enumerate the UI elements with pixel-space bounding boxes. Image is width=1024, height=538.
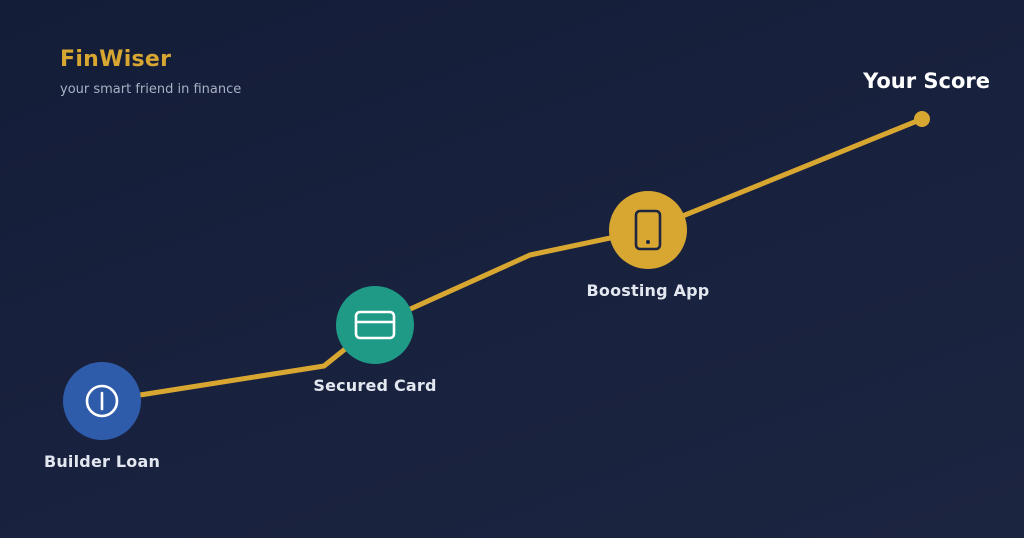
- smartphone-icon: [634, 209, 662, 251]
- step-secured-card: Secured Card: [275, 286, 475, 396]
- brand-tagline: your smart friend in finance: [60, 82, 242, 97]
- boosting-app-circle: [609, 191, 687, 269]
- score-label: Your Score: [863, 69, 990, 93]
- journey-line: [99, 116, 925, 404]
- power-icon: [85, 384, 119, 418]
- credit-card-icon: [354, 310, 396, 340]
- score-endpoint-dot: [914, 111, 930, 127]
- step-label-boosting-app: Boosting App: [586, 281, 710, 300]
- step-builder-loan: Builder Loan: [2, 362, 202, 472]
- step-label-secured-card: Secured Card: [313, 376, 437, 395]
- step-label-builder-loan: Builder Loan: [43, 452, 161, 471]
- secured-card-circle: [336, 286, 414, 364]
- builder-loan-circle: [63, 362, 141, 440]
- step-boosting-app: Boosting App: [548, 191, 748, 301]
- brand-block: FinWiser your smart friend in finance: [60, 46, 241, 98]
- brand-name: FinWiser: [60, 47, 172, 72]
